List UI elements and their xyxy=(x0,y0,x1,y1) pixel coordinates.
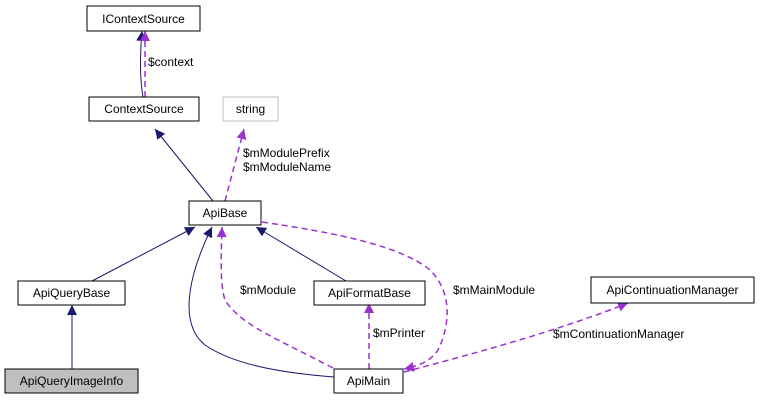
edge-label-context: $context xyxy=(148,55,194,69)
node-string[interactable]: string xyxy=(222,96,279,122)
edge-label-module: $mModule xyxy=(240,283,296,297)
edge-label-module-name: $mModuleName xyxy=(243,160,331,174)
node-apicontinuationmanager[interactable]: ApiContinuationManager xyxy=(590,276,755,304)
node-apimain[interactable]: ApiMain xyxy=(333,368,404,394)
node-contextsource[interactable]: ContextSource xyxy=(88,96,200,122)
edge-label-main-module: $mMainModule xyxy=(453,283,535,297)
edge-label-continuation-manager: $mContinuationManager xyxy=(553,327,684,341)
node-label: IContextSource xyxy=(102,12,185,26)
node-label: ApiMain xyxy=(347,374,390,388)
edge-apiquerybase-apibase xyxy=(91,226,196,282)
node-label: ApiBase xyxy=(203,206,248,220)
edge-apibase-string xyxy=(224,128,247,202)
node-apiformatbase[interactable]: ApiFormatBase xyxy=(313,280,426,306)
node-label: ContextSource xyxy=(104,102,184,116)
edge-apiformatbase-apibase xyxy=(255,226,347,282)
node-label: ApiQueryImageInfo xyxy=(20,374,124,388)
edge-label-printer: $mPrinter xyxy=(373,326,425,340)
node-apibase[interactable]: ApiBase xyxy=(188,200,262,226)
edge-apimain-apibase-inheritance xyxy=(188,226,335,378)
node-apiquerybase[interactable]: ApiQueryBase xyxy=(17,280,126,306)
node-label: string xyxy=(236,102,265,116)
node-label: ApiFormatBase xyxy=(328,286,411,300)
edge-label-module-prefix: $mModulePrefix xyxy=(243,146,330,160)
edge-apimain-apibase-usage xyxy=(216,226,334,369)
node-label: ApiContinuationManager xyxy=(606,283,738,297)
node-icontextsource[interactable]: IContextSource xyxy=(86,5,201,32)
edge-apibase-contextsource xyxy=(154,128,214,202)
edge-contextsource-icontextsource-inheritance xyxy=(136,30,147,98)
edge-apibase-apimain-usage xyxy=(261,221,448,372)
node-label: ApiQueryBase xyxy=(33,286,111,300)
node-apiqueryimageinfo[interactable]: ApiQueryImageInfo xyxy=(4,368,139,394)
